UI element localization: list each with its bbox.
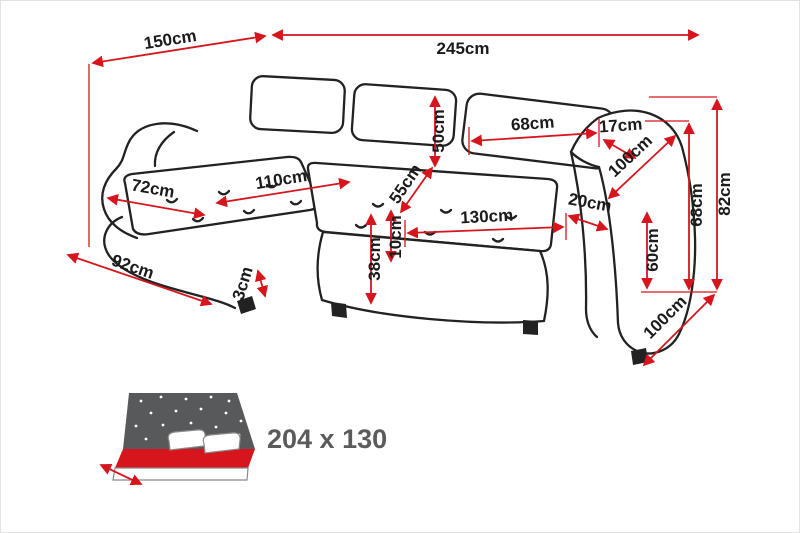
dim-leg-height-line <box>255 269 268 298</box>
label-back-cushion-height: 50cm <box>429 109 448 152</box>
label-seat-thickness: 10cm <box>386 215 405 258</box>
dim-armrest-width-line <box>567 213 609 232</box>
dim-armrest-length-line <box>607 134 677 200</box>
dim-chaise-depth-line <box>106 193 206 220</box>
label-left-depth: 150cm <box>143 26 198 53</box>
sleeping-function-icon <box>99 393 255 486</box>
label-total-height: 82cm <box>715 172 734 215</box>
bed-mattress-shape <box>115 449 255 468</box>
dimension-labels: 150cm 245cm 82cm 68cm 100cm 92cm 68cm 17… <box>109 26 734 343</box>
leg-chaise <box>237 296 256 314</box>
label-seat-height: 38cm <box>365 237 384 280</box>
label-backrest-height: 68cm <box>687 183 706 226</box>
label-back-cushion-side: 17cm <box>598 115 643 137</box>
label-back-cushion-width: 68cm <box>510 113 555 135</box>
fold-out-arrow-icon <box>99 463 143 486</box>
dim-back-cushion-width-line <box>470 127 598 147</box>
dim-seat-depth-line <box>399 166 434 214</box>
label-total-width: 245cm <box>437 39 490 58</box>
dim-left-depth-line <box>91 31 267 68</box>
bed-pillow-right <box>202 432 241 454</box>
label-armrest-height: 60cm <box>643 228 662 271</box>
label-seat-width: 130cm <box>460 206 514 228</box>
left-armrest-inner-line <box>153 130 176 168</box>
dim-side-depth-line <box>642 293 716 367</box>
bed-front-face <box>112 467 249 481</box>
leg-front-right <box>523 320 538 335</box>
leg-front-left <box>331 302 347 318</box>
dimension-lines <box>66 29 723 367</box>
label-leg-height: 3cm <box>229 264 257 302</box>
back-pillow-left <box>249 75 346 135</box>
dim-seat-width-line <box>406 221 565 239</box>
dim-chaise-width-line <box>215 177 351 208</box>
dim-chaise-front-line <box>66 252 213 307</box>
sleeping-area-label: 204 x 130 <box>267 424 387 454</box>
right-armrest-inner-line <box>569 150 599 339</box>
bed-pillow-left <box>167 429 206 451</box>
